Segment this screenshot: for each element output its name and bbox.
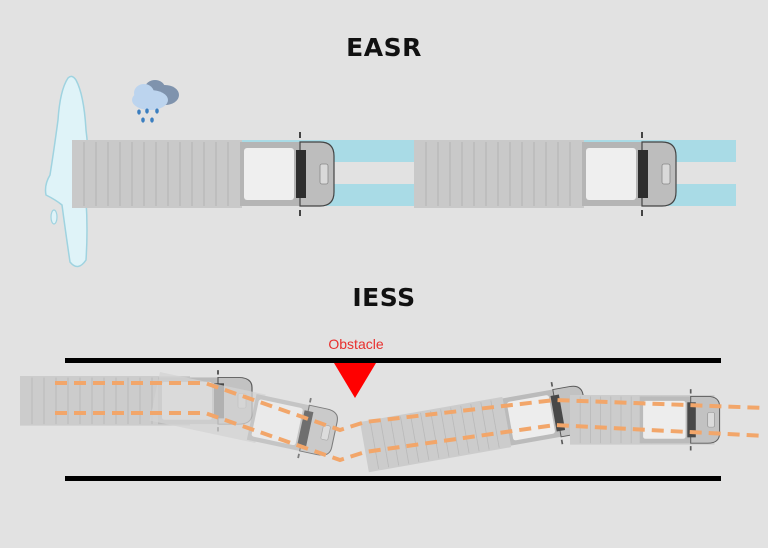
rain-cloud-icon [132,80,179,123]
road-edge-bottom [65,476,721,481]
obstacle-marker [334,363,376,398]
easr-section [44,75,736,268]
truck-easr-2 [413,131,677,217]
puddle-icon [44,75,89,268]
section-title-easr: EASR [346,33,422,62]
section-title-iess: IESS [352,283,416,312]
truck-easr-1 [71,131,335,217]
path-line-lower [55,411,766,463]
path-line-upper [55,381,766,433]
truck-iess-3 [359,376,592,473]
iess-section [19,358,766,481]
truck-iess-4 [569,388,721,452]
truck-iess-2 [149,372,342,466]
puddle-drop [50,209,58,225]
road-edge-top [65,358,721,363]
obstacle-label: Obstacle [328,336,384,352]
